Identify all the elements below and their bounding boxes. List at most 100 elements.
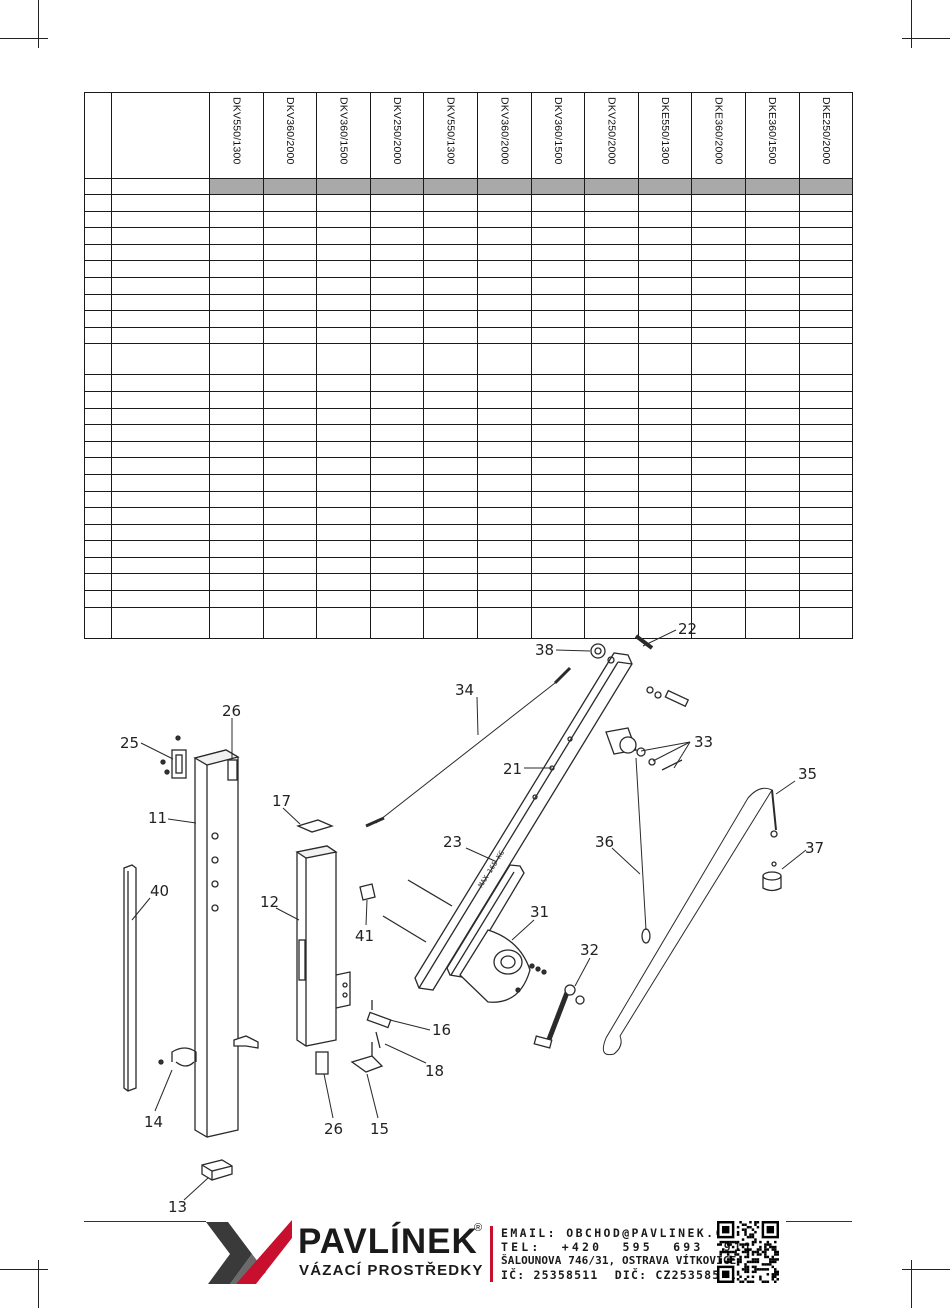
table-cell [691, 178, 746, 195]
table-cell [316, 556, 371, 575]
table-cell [584, 490, 639, 509]
table-cell [530, 374, 586, 392]
table-cell [584, 606, 639, 639]
table-cell [691, 507, 746, 525]
table-cell [369, 310, 425, 328]
table-cell [111, 573, 210, 592]
table-cell [530, 523, 586, 542]
table-cell [111, 343, 210, 376]
table-row [84, 407, 854, 426]
pavlinek-logo-mark [206, 1220, 292, 1284]
table-cell [744, 507, 800, 525]
callout-32: 32 [580, 941, 599, 959]
table-cell [476, 243, 532, 262]
table-cell [476, 440, 532, 459]
table-cell [584, 326, 639, 345]
table-cell [476, 276, 532, 295]
table-cell [530, 343, 586, 376]
table-cell [798, 424, 854, 442]
table-cell [744, 407, 800, 426]
table-row [84, 194, 854, 212]
model-name: DKV360/2000 [283, 97, 296, 165]
table-cell [262, 523, 318, 542]
table-cell [476, 390, 532, 409]
brand-name: PAVLÍNEK [298, 1222, 478, 1261]
crop-mark [0, 38, 48, 39]
table-cell [530, 194, 586, 212]
table-cell [423, 523, 478, 542]
table-cell [369, 227, 425, 245]
table-cell [262, 276, 318, 295]
table-row [84, 523, 854, 542]
table-row [84, 243, 854, 262]
table-cell [316, 407, 371, 426]
table-cell [423, 194, 478, 212]
table-cell [637, 440, 693, 459]
model-header: DKV250/2000 [584, 92, 639, 179]
table-cell [316, 424, 371, 442]
table-cell [584, 194, 639, 212]
table-cell [316, 243, 371, 262]
winch-31 [459, 929, 547, 1003]
contact-ids: IČ: 25358511 DIČ: CZ25358511 [501, 1268, 737, 1282]
table-cell [316, 606, 371, 639]
table-cell [744, 243, 800, 262]
table-cell [423, 276, 478, 295]
model-name: DKE360/1500 [766, 97, 779, 165]
table-row [84, 210, 854, 229]
table-cell [316, 457, 371, 475]
table-cell [423, 243, 478, 262]
model-header: DKE360/2000 [691, 92, 746, 179]
table-cell [637, 227, 693, 245]
table-cell [744, 424, 800, 442]
table-cell [209, 440, 264, 459]
table-cell [691, 424, 746, 442]
clamp-14 [171, 1047, 197, 1062]
table-cell [476, 227, 532, 245]
table-cell [423, 590, 478, 608]
table-cell [476, 556, 532, 575]
model-name: DKE360/2000 [712, 97, 725, 165]
table-cell [262, 424, 318, 442]
table-cell [530, 473, 586, 492]
table-cell [84, 573, 112, 592]
table-cell [584, 390, 639, 409]
table-cell [316, 227, 371, 245]
table-cell [744, 390, 800, 409]
callout-15: 15 [370, 1120, 389, 1138]
callout-31: 31 [530, 903, 549, 921]
table-cell [530, 606, 586, 639]
inner-column-12 [295, 845, 351, 1047]
model-name: DKV250/2000 [391, 97, 404, 165]
table-cell [209, 293, 264, 312]
table-cell [316, 260, 371, 278]
table-cell [476, 374, 532, 392]
table-cell [637, 457, 693, 475]
table-cell [691, 343, 746, 376]
table-row [84, 178, 854, 195]
table-cell [423, 227, 478, 245]
table-cell [209, 523, 264, 542]
model-header: DKV360/2000 [476, 92, 532, 179]
table-cell [637, 310, 693, 328]
table-cell [209, 424, 264, 442]
table-row [84, 556, 854, 575]
model-name: DKV250/2000 [605, 97, 618, 165]
table-cell [798, 326, 854, 345]
table-cell [423, 310, 478, 328]
table-cell [691, 523, 746, 542]
bolt-22 [634, 634, 654, 650]
table-cell [798, 556, 854, 575]
table-cell [262, 507, 318, 525]
table-cell [423, 573, 478, 592]
table-cell [111, 457, 210, 475]
model-header: DKE550/1300 [637, 92, 693, 179]
table-cell [476, 573, 532, 592]
table-cell [584, 523, 639, 542]
table-cell [262, 343, 318, 376]
table-cell [369, 407, 425, 426]
table-cell [111, 310, 210, 328]
table-cell [209, 243, 264, 262]
table-cell [209, 390, 264, 409]
table-cell [423, 390, 478, 409]
